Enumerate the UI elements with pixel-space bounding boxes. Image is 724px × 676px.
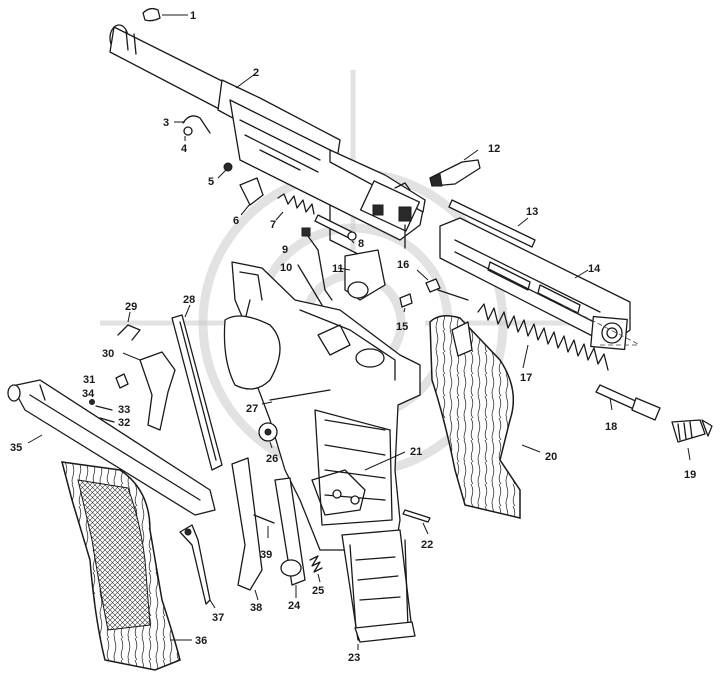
part-33-pin	[95, 405, 113, 411]
label-5: 5	[208, 176, 214, 188]
part-35-rail	[7, 379, 216, 516]
label-16: 16	[397, 259, 409, 271]
label-15: 15	[396, 321, 408, 333]
label-27: 27	[246, 403, 258, 415]
label-31: 31	[83, 374, 95, 386]
part-22-pin	[402, 509, 431, 535]
label-28: 28	[183, 294, 195, 306]
part-1-front-sight	[142, 7, 188, 22]
part-26-wheel	[258, 422, 278, 449]
part-17-recoil-spring	[477, 303, 609, 371]
part-32-pin	[99, 417, 115, 423]
label-29: 29	[125, 301, 137, 313]
label-7: 7	[270, 219, 276, 231]
label-37: 37	[212, 612, 224, 624]
part-36-left-grip	[60, 461, 192, 671]
label-10: 10	[280, 262, 292, 274]
part-30-sear	[122, 351, 176, 431]
label-23: 23	[348, 652, 360, 664]
label-11: 11	[332, 263, 344, 275]
label-2: 2	[253, 67, 259, 79]
part-3-spring-clip	[174, 115, 211, 134]
label-34: 34	[82, 388, 95, 400]
part-24-trigger	[274, 477, 306, 598]
part-7-spring	[275, 193, 315, 221]
label-6: 6	[233, 215, 239, 227]
part-8-pin	[314, 214, 357, 244]
label-4: 4	[181, 143, 188, 155]
label-9: 9	[282, 244, 288, 256]
part-13-strip	[448, 199, 536, 248]
part-25-spring	[309, 555, 323, 583]
part-29-clip	[117, 311, 141, 341]
label-39: 39	[260, 549, 272, 561]
part-21-frame	[223, 261, 421, 551]
part-14-slide	[439, 217, 641, 351]
part-18-guide-rod	[595, 384, 661, 421]
part-5-screw	[217, 162, 233, 179]
part-6-plate	[239, 177, 264, 216]
part-11-block	[337, 249, 386, 301]
label-18: 18	[605, 421, 617, 433]
part-31-pin	[115, 373, 129, 389]
part-27-rod	[261, 389, 331, 405]
label-36: 36	[195, 635, 207, 647]
label-3: 3	[163, 117, 169, 129]
part-19-bushing	[671, 419, 713, 461]
label-17: 17	[520, 372, 532, 384]
part-38-trigger-bar	[231, 457, 263, 601]
label-13: 13	[526, 206, 538, 218]
label-24: 24	[288, 600, 301, 612]
part-39-pin	[253, 514, 275, 538]
part-10-rod	[297, 264, 323, 306]
part-16-pin	[416, 269, 469, 301]
label-30: 30	[102, 348, 114, 360]
part-9-rod	[301, 227, 333, 301]
label-1: 1	[190, 10, 196, 22]
part-12-rear-sight	[429, 149, 481, 187]
label-19: 19	[684, 469, 696, 481]
label-33: 33	[118, 404, 130, 416]
label-20: 20	[545, 451, 557, 463]
part-20-right-grip	[429, 315, 541, 519]
part-28-bar	[171, 304, 223, 471]
label-22: 22	[421, 539, 433, 551]
label-26: 26	[266, 453, 278, 465]
part-4-pin	[183, 126, 193, 141]
part-37-key	[179, 524, 216, 609]
label-32: 32	[118, 417, 130, 429]
part-23-magazine	[341, 529, 416, 650]
label-25: 25	[312, 585, 324, 597]
part-15-pin	[399, 293, 413, 313]
part-34-pin	[89, 399, 95, 405]
label-8: 8	[358, 238, 364, 250]
label-12: 12	[488, 143, 500, 155]
label-14: 14	[588, 263, 601, 275]
label-35: 35	[10, 442, 22, 454]
label-21: 21	[410, 446, 422, 458]
part-2-barrel-receiver	[109, 24, 426, 256]
part-labels: 1 2 3 4 5 6 7 8 9 10 11 12 13 14 15 16 1…	[10, 10, 696, 664]
label-38: 38	[250, 602, 262, 614]
